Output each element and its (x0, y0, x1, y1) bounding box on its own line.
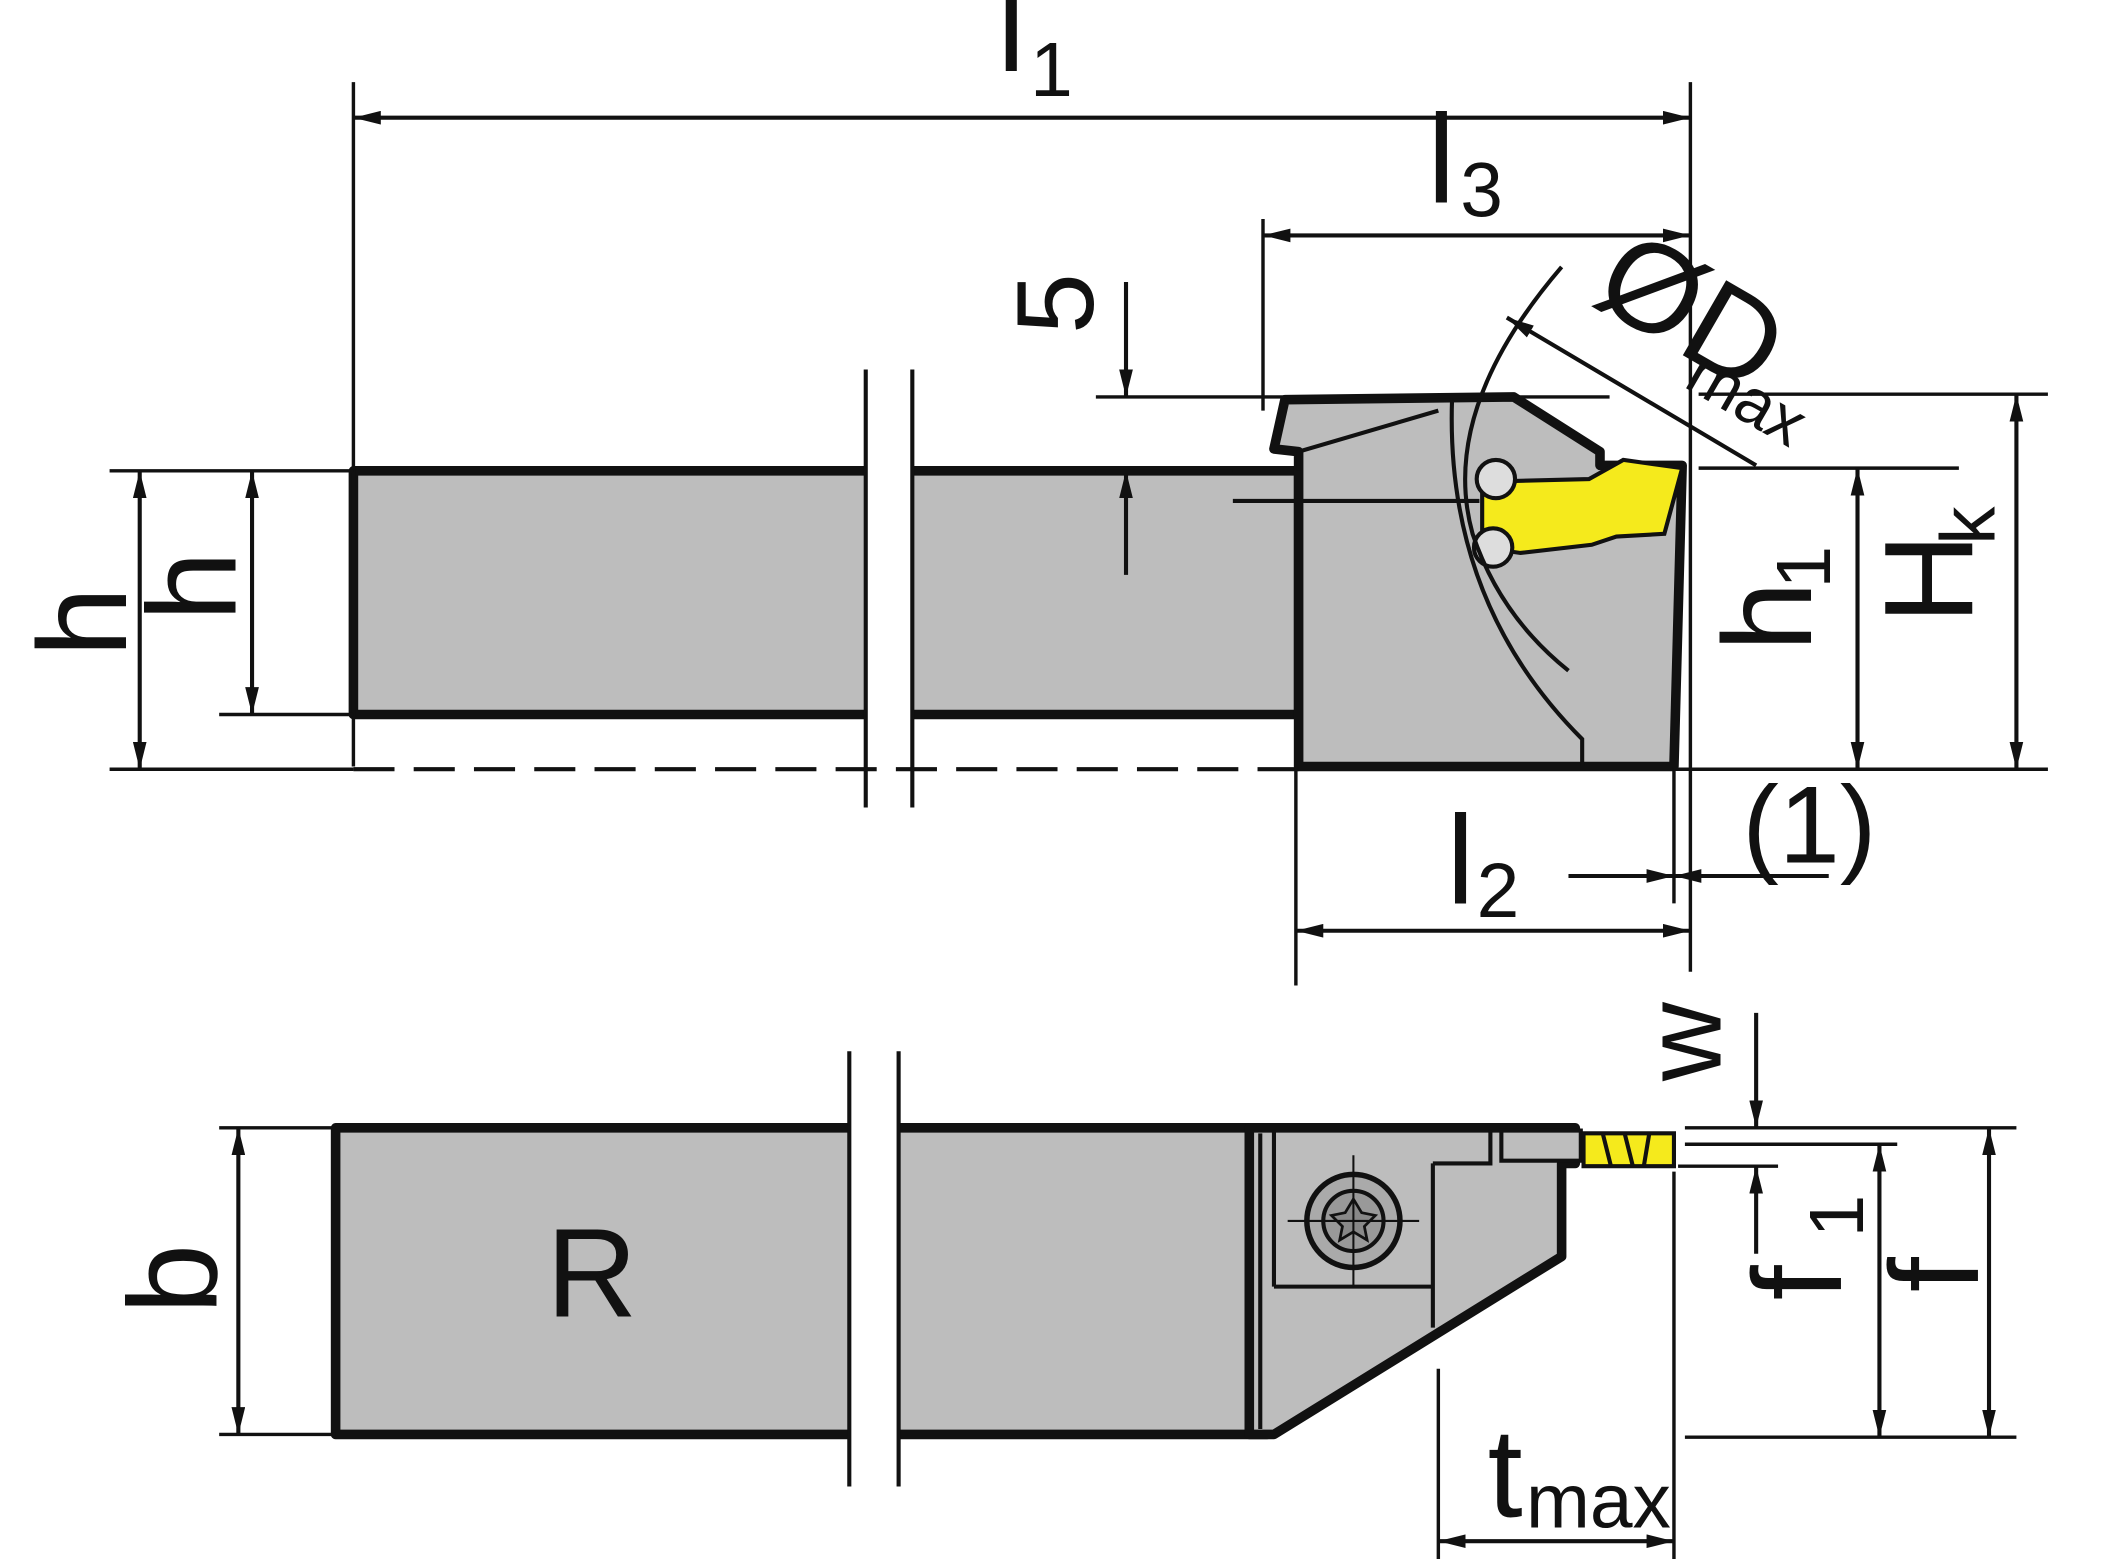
label-l1: l (997, 0, 1025, 98)
insert-screw-top (1474, 457, 1518, 501)
label-hk: H (1859, 533, 2000, 624)
labels: l 1 l 3 l 2 5 ØD max h h h 1 H k (1) w b… (12, 0, 2012, 1545)
label-h1-sub: 1 (1762, 546, 1847, 589)
label-l3-sub: 3 (1460, 148, 1503, 233)
head-edge-line (1296, 408, 1439, 471)
label-b: b (102, 1244, 243, 1314)
label-h-outer: h (12, 587, 153, 657)
label-hk-sub: k (1926, 506, 2011, 545)
shank-break-gap (865, 462, 913, 723)
label-f: f (1864, 1256, 2005, 1292)
label-w: w (1622, 1001, 1744, 1082)
label-l3: l (1427, 89, 1455, 230)
side-view (348, 265, 1687, 808)
label-l2: l (1447, 789, 1475, 930)
dimension-lines-top (109, 82, 2048, 986)
label-h1: h (1697, 581, 1838, 651)
shank-body-top (330, 1123, 1272, 1440)
head-body-top (1244, 1123, 1581, 1440)
insert-pocket (1499, 1128, 1583, 1163)
dmax-arc (1463, 265, 1570, 673)
label-l2-sub: 2 (1477, 849, 1520, 934)
label-tmax: t (1488, 1403, 1523, 1544)
top-view: R (330, 1051, 1677, 1487)
insert-detail (1600, 1132, 1652, 1167)
label-f1: f (1727, 1264, 1868, 1300)
label-tmax-sub: max (1526, 1460, 1671, 1545)
shank-break-gap-top (849, 1119, 899, 1443)
dimension-lines-bottom (219, 1012, 2017, 1559)
clamp-screw (1287, 1155, 1420, 1287)
head-detail-lines (1258, 1130, 1493, 1429)
label-f1-sub: 1 (1795, 1195, 1880, 1238)
head-clamp-curve (1449, 399, 1585, 767)
label-h-inner: h (122, 551, 263, 621)
label-l1-sub: 1 (1030, 28, 1073, 113)
label-5: 5 (995, 273, 1117, 334)
shank-body (348, 466, 1304, 720)
hand-label: R (546, 1203, 637, 1344)
label-note-1: (1) (1742, 764, 1876, 886)
